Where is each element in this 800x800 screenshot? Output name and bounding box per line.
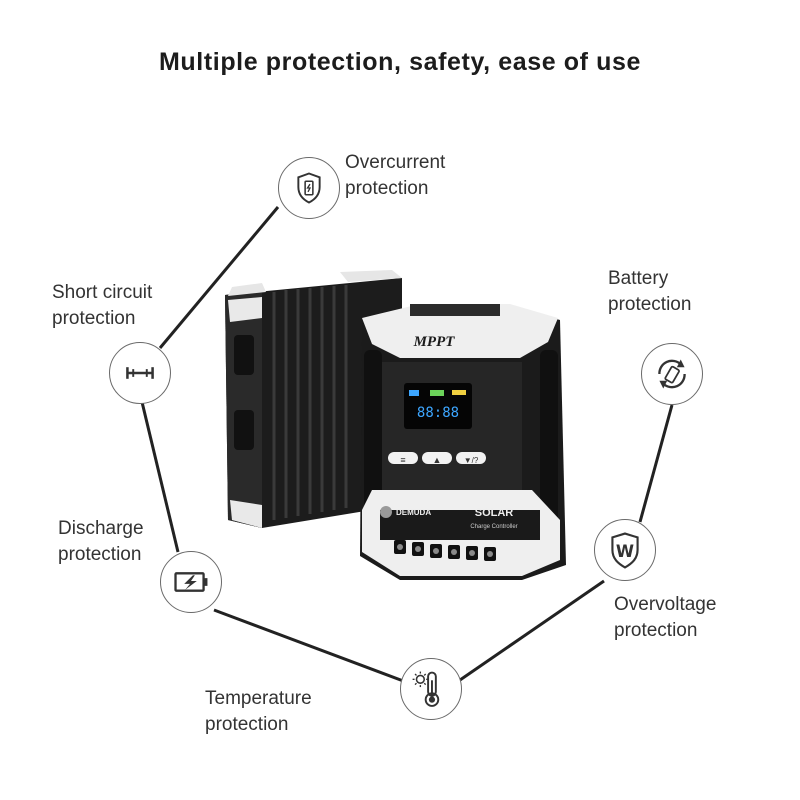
thermometer-sun-icon: [412, 671, 440, 707]
heatsink-unit: [225, 270, 402, 528]
screen-digits: 88:88: [417, 405, 459, 421]
menu-button: ≡: [400, 455, 405, 465]
model-label: SOLAR: [475, 507, 514, 519]
overcurrent-node: [278, 157, 340, 219]
w-shield-icon: W: [611, 532, 639, 569]
discharge-node: [160, 551, 222, 613]
battery-cycle-icon: [658, 359, 686, 389]
short-circuit-icon: [126, 367, 154, 379]
short-circuit-node: [109, 342, 171, 404]
temperature-node: [400, 658, 462, 720]
battery-node: [641, 343, 703, 405]
up-button: ▲: [433, 455, 442, 465]
discharge-battery-icon: [174, 572, 208, 592]
mppt-badge: MPPT: [413, 334, 456, 350]
overvoltage-node: W: [594, 519, 656, 581]
page-title: Multiple protection, safety, ease of use: [159, 48, 641, 76]
model-sub-label: Charge Controller: [470, 524, 517, 530]
front-unit: [360, 304, 566, 580]
shield-battery-icon: [297, 172, 321, 204]
svg-text:W: W: [616, 542, 634, 561]
brand-label: DEMUDA: [396, 508, 431, 517]
down-button: ▼/?: [464, 456, 479, 465]
